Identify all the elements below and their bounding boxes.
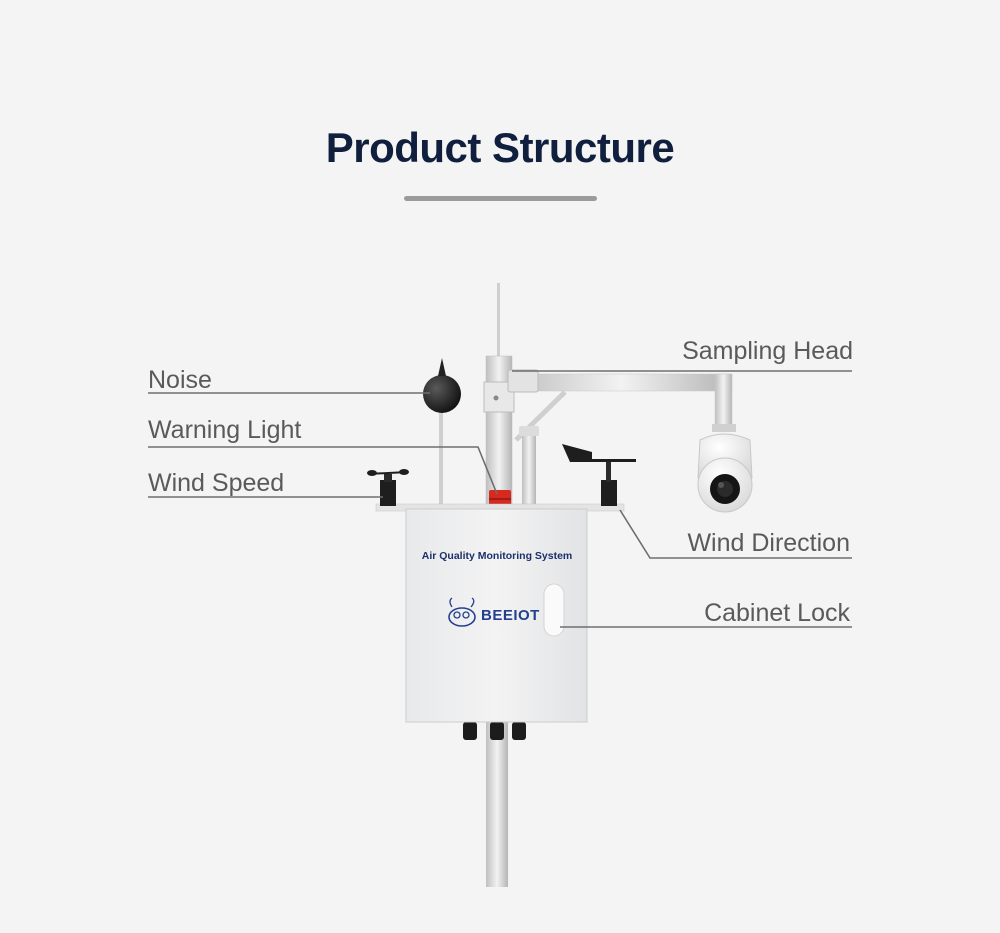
label-sampling-head: Sampling Head (682, 337, 853, 365)
label-warning-light: Warning Light (148, 416, 302, 444)
label-wind-speed: Wind Speed (148, 469, 285, 497)
label-noise: Noise (148, 366, 212, 394)
sampling-pipe (519, 426, 539, 506)
cable-glands (463, 722, 526, 740)
title-underline (404, 196, 597, 201)
antenna (497, 283, 500, 358)
brand-name: BEEIOT (481, 607, 540, 624)
noise-sensor (423, 358, 461, 508)
label-wind-direction: Wind Direction (687, 529, 850, 557)
camera-arm (507, 369, 733, 442)
cabinet-title: Air Quality Monitoring System (421, 550, 573, 562)
wind-speed-sensor (367, 469, 409, 506)
label-cabinet-lock: Cabinet Lock (704, 599, 850, 627)
wind-direction-sensor (562, 444, 636, 506)
wind-direction-leader-line (619, 509, 852, 559)
ptz-camera (697, 424, 753, 513)
cabinet (405, 508, 588, 723)
brand-logo-icon (448, 597, 476, 627)
leader-lines (148, 370, 852, 628)
warning-light (489, 490, 511, 506)
warning-light-leader-line (148, 446, 498, 495)
page-title: Product Structure (325, 124, 675, 171)
mounting-pole (486, 720, 508, 887)
